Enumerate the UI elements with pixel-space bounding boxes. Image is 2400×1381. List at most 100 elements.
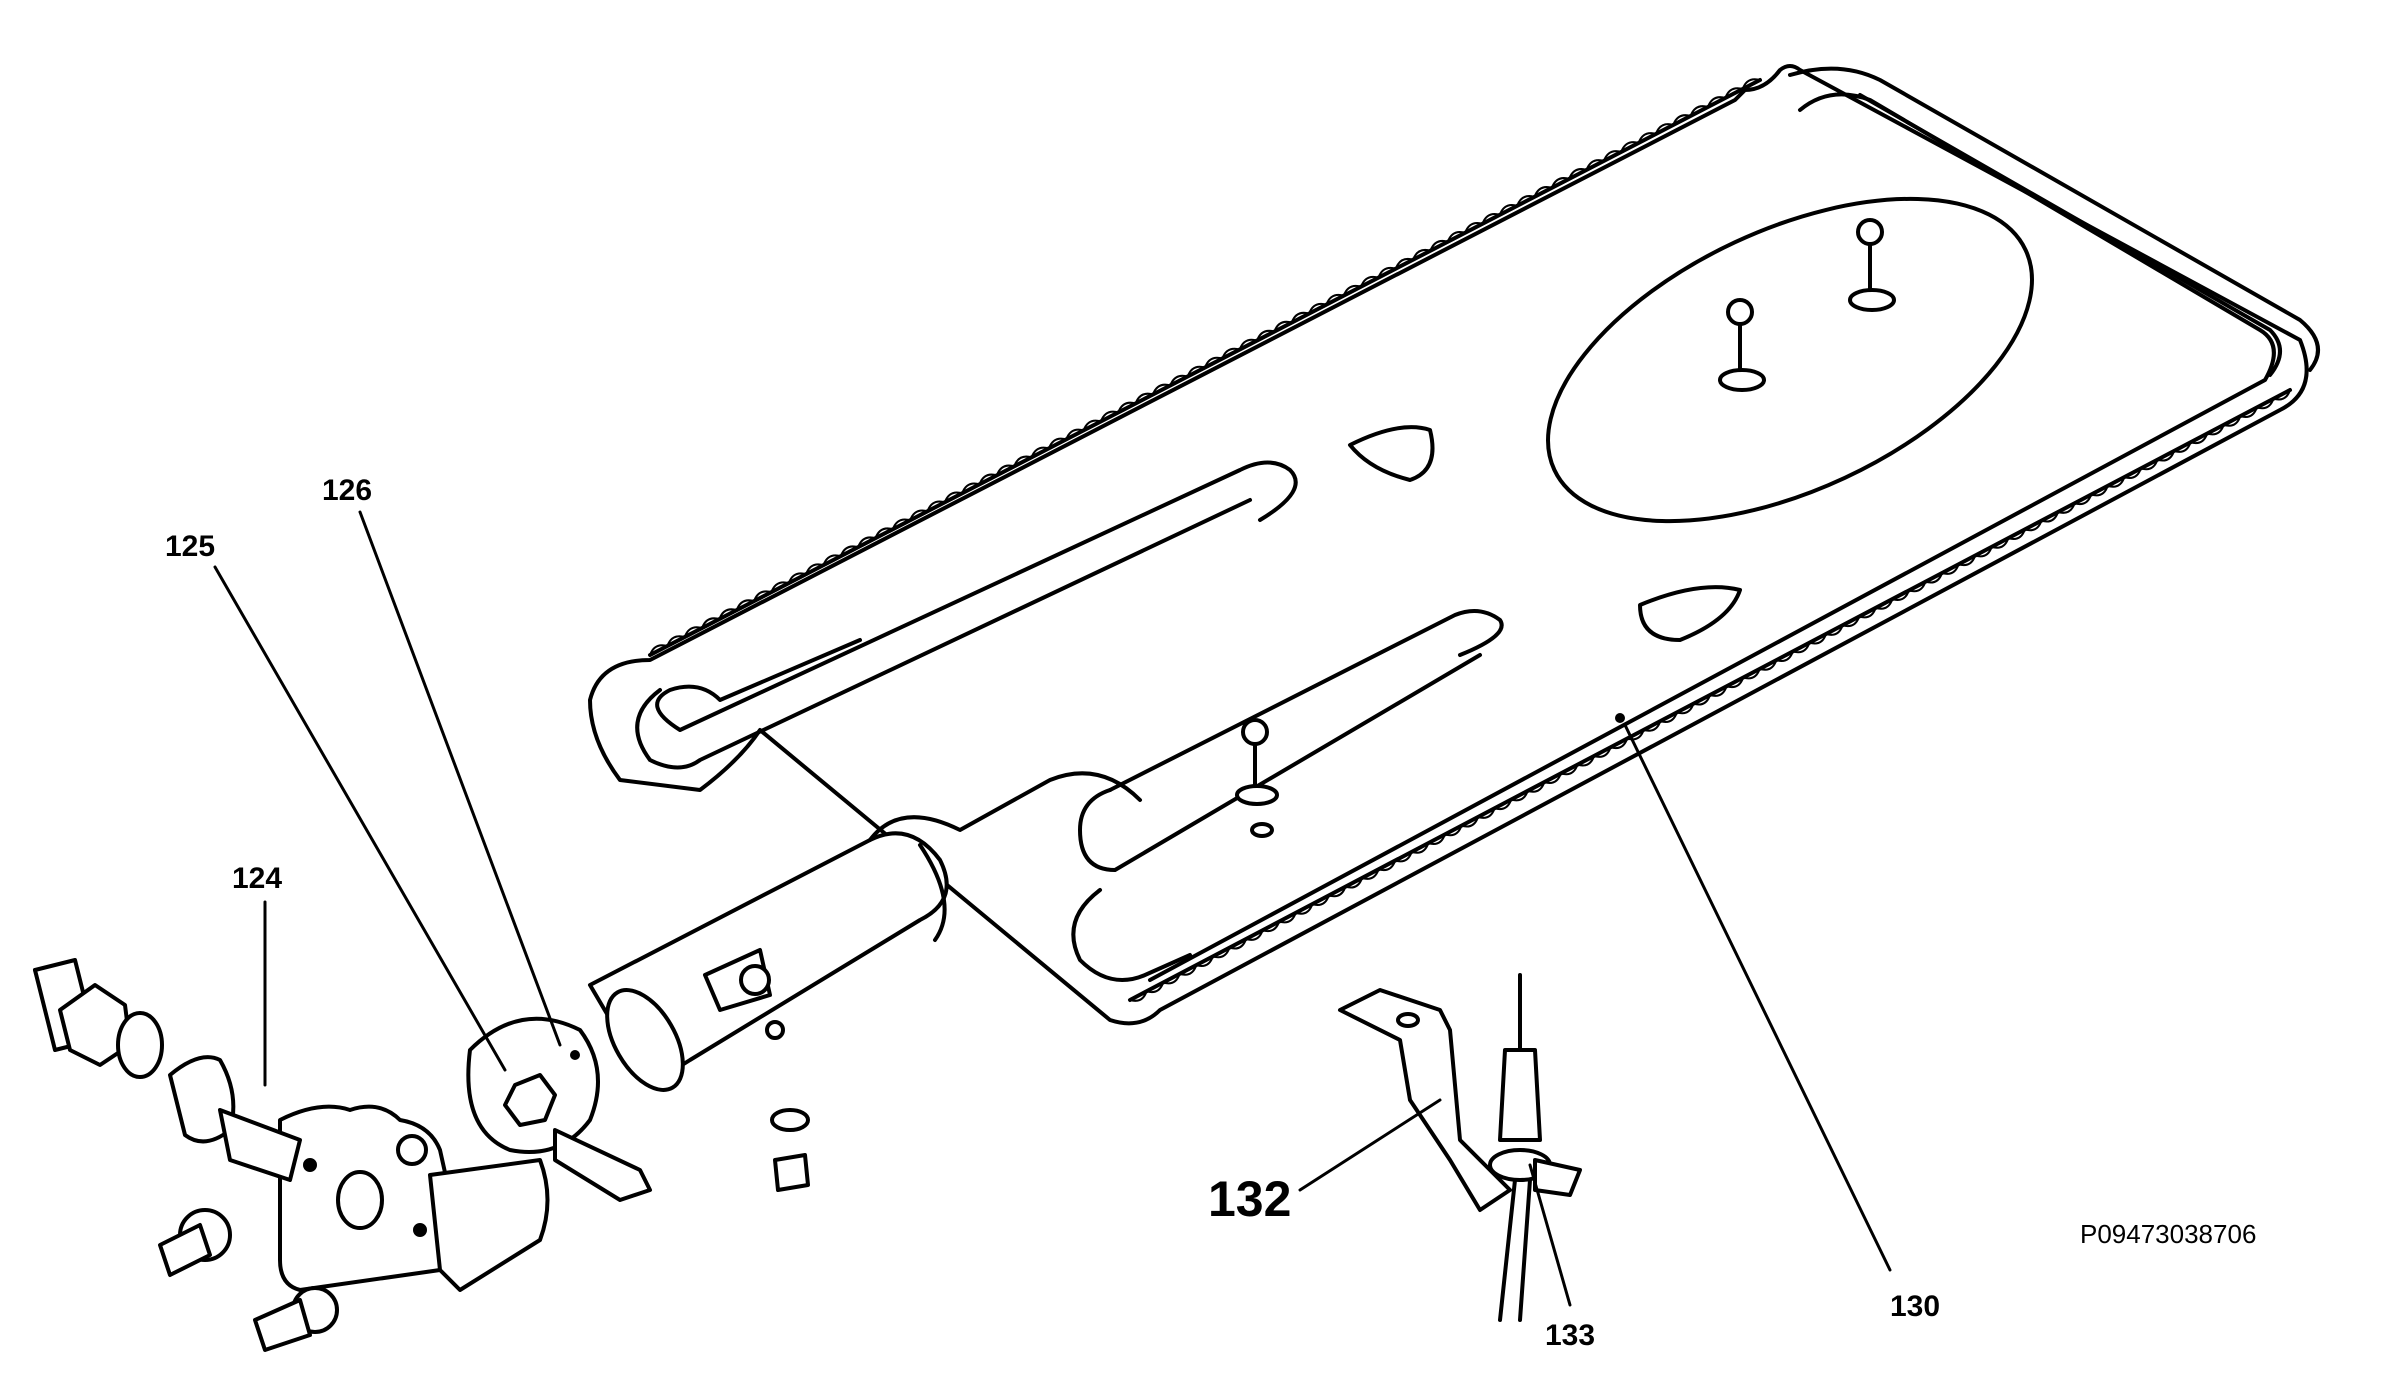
crimp-scallop	[978, 473, 998, 486]
igniter-bracket	[1338, 988, 1512, 1212]
crimp-scallop	[1533, 186, 1553, 198]
crimp-scallop	[1659, 711, 1678, 723]
crimp-scallop	[2173, 441, 2192, 453]
tray-screw-1	[1848, 218, 1896, 312]
crimp-scallop	[666, 635, 686, 648]
crimp-scallop	[2272, 389, 2291, 401]
crimp-scallop	[787, 572, 808, 585]
crimp-scallop	[1974, 545, 1993, 558]
label-125: 125	[165, 530, 215, 563]
tray-screw-2	[1718, 298, 1766, 392]
crimp-scallop	[718, 608, 738, 621]
crimp-scallop	[2090, 484, 2109, 497]
crimp-scallop	[1516, 195, 1536, 207]
crimp-scallop	[1361, 868, 1380, 880]
crimp-scallop	[735, 599, 756, 612]
crimp-scallop	[1117, 401, 1137, 414]
crimp-scallop	[1412, 248, 1432, 261]
crimp-scallop	[926, 500, 946, 513]
crimp-scallop	[1228, 938, 1247, 950]
crimp-scallop	[943, 491, 964, 504]
crimp-scallop	[1204, 356, 1224, 369]
crimp-scallop	[1602, 150, 1623, 162]
crimp-scallop	[2040, 511, 2059, 523]
crimp-scallop	[1464, 222, 1484, 234]
crimp-scallop	[1585, 159, 1605, 171]
crimp-scallop	[1741, 78, 1761, 90]
crimp-scallop	[1427, 833, 1446, 845]
crimp-scallop	[805, 563, 825, 576]
crimp-scallop	[2239, 406, 2258, 418]
air-shutter	[466, 1016, 652, 1202]
label-126: 126	[322, 474, 372, 507]
crimp-scallop	[909, 509, 929, 522]
gas-fitting	[33, 958, 302, 1182]
crimp-scallop	[1924, 572, 1943, 584]
crimp-scallop	[1186, 365, 1206, 378]
crimp-scallop	[1294, 903, 1314, 915]
crimp-scallop	[1941, 563, 1960, 575]
crimp-scallop	[1957, 554, 1977, 567]
crimp-scallop	[701, 617, 721, 630]
crimp-scallop	[1047, 437, 1068, 450]
crimp-scallop	[1394, 257, 1415, 270]
crimp-scallop	[1169, 374, 1189, 387]
crimp-scallop	[1211, 946, 1231, 959]
crimp-scallop	[1311, 894, 1330, 906]
orifice-bracket	[278, 1104, 550, 1292]
mounting-screw-1	[158, 1208, 232, 1277]
crimp-scallop	[1344, 877, 1363, 889]
drawing-code: P09473038706	[2080, 1219, 2256, 1249]
crimp-scallop	[2123, 467, 2142, 479]
tray-screw-3	[1235, 718, 1279, 838]
crimp-scallop	[1620, 141, 1640, 153]
crimp-scallop	[1443, 824, 1463, 837]
crimp-scallop	[1742, 667, 1761, 680]
igniter-electrode	[1488, 973, 1582, 1322]
crimp-scallop	[1278, 911, 1297, 924]
crimp-scallop	[1481, 213, 1501, 225]
crimp-scallop	[753, 590, 773, 603]
crimp-scallop	[2139, 458, 2159, 471]
crimp-scallop	[874, 527, 894, 540]
crimp-scallop	[1327, 885, 1347, 898]
crimp-scallop	[1308, 302, 1328, 315]
crimp-scallop	[1825, 624, 1844, 636]
crimp-scallop	[1559, 763, 1579, 776]
crimp-scallop	[683, 626, 704, 639]
crimp-scallop	[1099, 410, 1120, 423]
crimp-scallop	[1460, 816, 1479, 828]
crimp-scallop	[1758, 659, 1778, 671]
crimp-scallop	[1642, 720, 1662, 732]
crimp-scallop	[1342, 284, 1363, 297]
crimp-scallop	[1791, 641, 1811, 654]
crimp-scallop	[1030, 446, 1050, 459]
mounting-screw-2	[253, 1286, 339, 1352]
crimp-scallop	[1377, 859, 1397, 872]
crimp-scallop	[1568, 168, 1588, 180]
label-133: 133	[1545, 1319, 1595, 1352]
crimp-scallop	[1429, 239, 1449, 252]
crimp-scallop	[1907, 580, 1927, 593]
crimp-scallop	[1410, 842, 1430, 854]
crimp-scallop	[2189, 432, 2209, 445]
crimp-scallop	[1593, 746, 1612, 758]
crimp-scallop	[1841, 615, 1861, 628]
crimp-scallop	[1706, 96, 1727, 108]
crimp-scallop	[2023, 519, 2043, 532]
crimp-scallop	[1724, 87, 1744, 99]
crimp-scallop	[1261, 920, 1281, 933]
crimp-scallop	[1256, 329, 1276, 342]
crimp-scallop	[839, 545, 860, 558]
crimp-scallop	[1891, 589, 1910, 601]
crimp-scallop	[1675, 702, 1695, 715]
crimp-scallop	[1238, 338, 1259, 351]
crimp-scallop	[961, 482, 981, 495]
crimp-scallop	[995, 464, 1016, 477]
crimp-scallop	[2073, 493, 2093, 506]
crimp-scallop	[1493, 798, 1513, 811]
crimp-scallop	[1134, 392, 1154, 405]
crimp-scallop	[1874, 598, 1894, 610]
crimp-scallop	[1221, 347, 1241, 360]
